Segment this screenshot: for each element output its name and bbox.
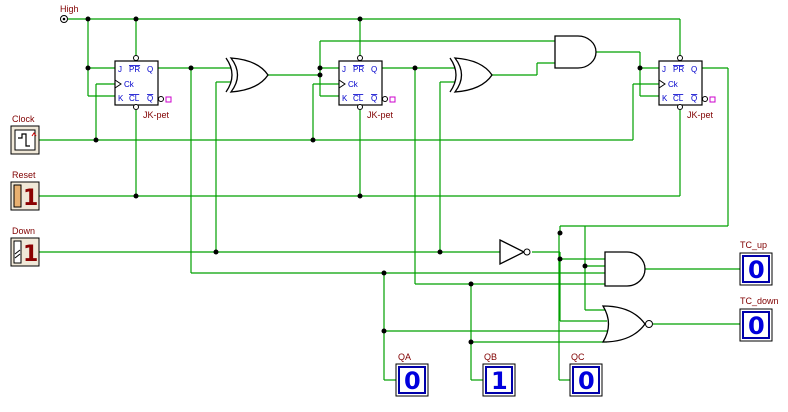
ff-pin-cl: CL [353,94,364,103]
ff-name-label: JK-pet [687,110,714,120]
reset-label: Reset [12,170,36,180]
ff-name-label: JK-pet [367,110,394,120]
clock-wave-icon [18,133,30,147]
reset-switch-icon [13,184,22,208]
tc-down-label: TC_down [740,296,779,306]
down-source[interactable]: Down 1 [10,226,40,267]
ff-pin-j: J [118,65,122,74]
and-gate-1[interactable] [554,35,597,69]
qa-display: QA 0 [395,352,429,397]
ff-pin-j: J [662,65,666,74]
wires [38,18,740,381]
qc-display: QC 0 [569,352,603,397]
qb-display: QB 1 [482,352,516,397]
down-label: Down [12,226,35,236]
ff-pin-q: Q [691,65,697,74]
clock-label: Clock [12,114,35,124]
down-value: 1 [23,242,38,267]
ff-pin-ck: Ck [668,80,679,89]
ff-pin-q: Q [371,65,377,74]
qa-value: 0 [404,367,421,395]
not-gate[interactable] [499,238,531,266]
ff-pin-qn: Q [147,94,153,103]
ff-pin-pr: PR [673,65,684,74]
jk-flipflop-a[interactable]: J PR Q Ck K CL Q JK-pet [114,55,172,121]
high-source[interactable]: High [60,4,79,23]
tc-up-value: 0 [748,256,765,284]
ff-pin-ck: Ck [124,80,135,89]
ff-pin-k: K [662,94,668,103]
qb-value: 1 [491,367,508,395]
ff-pin-pr: PR [129,65,140,74]
ff-pin-ck: Ck [348,80,359,89]
qa-label: QA [398,352,411,362]
tc-up-label: TC_up [740,240,767,250]
reset-value: 1 [23,186,38,211]
ff-pin-q: Q [147,65,153,74]
ff-pin-qn: Q [691,94,697,103]
tc-down-display: TC_down 0 [739,296,779,342]
ff-pin-cl: CL [129,94,140,103]
qb-label: QB [484,352,497,362]
qc-value: 0 [578,367,595,395]
nor-gate[interactable] [601,305,653,343]
high-label: High [60,4,79,14]
ff-name-label: JK-pet [143,110,170,120]
ff-pin-cl: CL [673,94,684,103]
xor-gate-2[interactable] [449,57,493,93]
clock-source[interactable]: Clock [10,114,40,155]
qc-label: QC [571,352,585,362]
jk-flipflop-c[interactable]: J PR Q Ck K CL Q JK-pet [658,55,716,121]
junction-dots [85,16,643,345]
reset-source[interactable]: Reset 1 [10,170,40,211]
ff-pin-qn: Q [371,94,377,103]
tc-down-value: 0 [748,312,765,340]
ff-pin-k: K [342,94,348,103]
ff-pin-j: J [342,65,346,74]
jk-flipflop-b[interactable]: J PR Q Ck K CL Q JK-pet [338,55,396,121]
xor-gate-1[interactable] [225,57,269,93]
and-gate-2[interactable] [604,251,646,287]
tc-up-display: TC_up 0 [739,240,773,286]
ff-pin-k: K [118,94,124,103]
ff-pin-pr: PR [353,65,364,74]
